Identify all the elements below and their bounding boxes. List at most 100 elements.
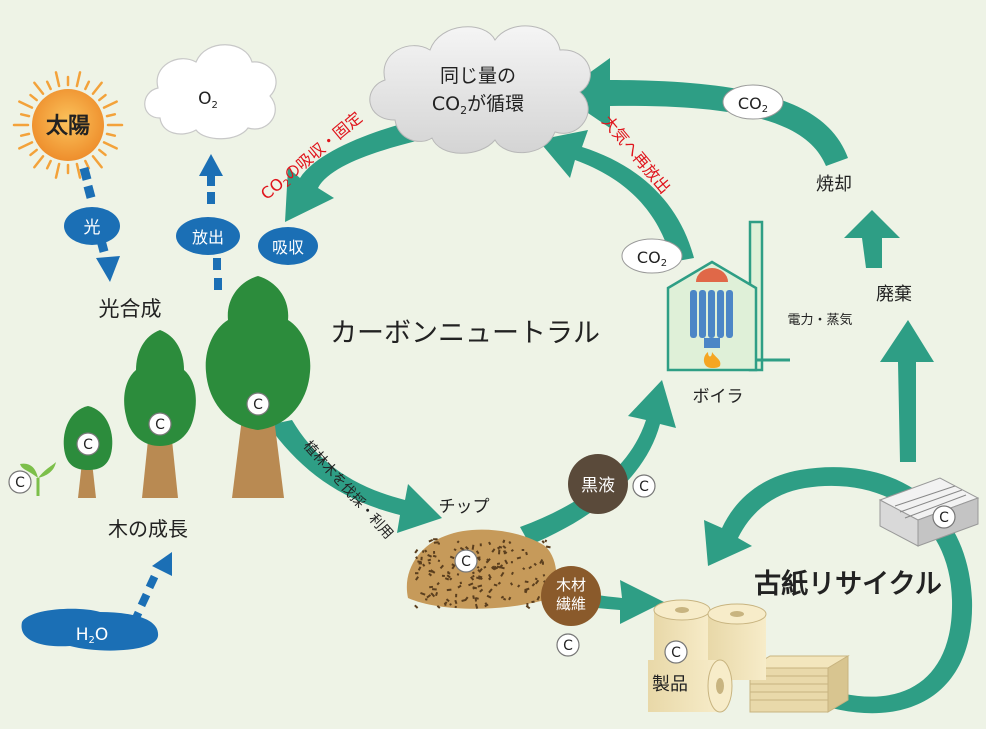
wood-chip-pile [406,529,557,610]
wood-fiber-badge: 木材 繊維 [541,566,601,626]
chip-fleck [445,598,450,603]
svg-text:C: C [15,475,25,491]
chip-fleck [510,582,514,586]
harvest-arrow [268,420,442,533]
chip-fleck [484,602,488,606]
chip-fleck [449,603,452,606]
chip-fleck [439,564,444,570]
sun-ray [18,141,34,150]
chip-fleck [508,596,512,601]
chip-fleck [528,565,533,570]
black-liquor-badge: 黒液 [568,454,628,514]
chip-fleck [455,593,458,598]
sun-ray [105,132,117,137]
chip-fleck [426,594,432,599]
chip-fleck [544,539,548,543]
chip-fleck [496,562,501,566]
paper-stack [748,655,850,713]
carbon-marker-product: C [664,640,688,664]
chip-fleck [429,585,434,589]
chip-fleck [475,550,480,555]
chip-fleck [477,584,483,588]
sun-ray [29,93,38,102]
chip-fleck [502,545,507,549]
chip-fleck [421,550,425,553]
tree-growth-label: 木の成長 [108,517,188,541]
carbon-marker-seedling: C [8,470,32,494]
chip-fleck [479,543,482,547]
sun-ray [18,100,34,109]
black-liquor-arrow [520,380,676,545]
chip-fleck [422,563,426,567]
svg-text:C: C [639,479,649,495]
chip-fleck [428,538,434,543]
dashed-arrows [79,154,223,626]
chip-fleck [415,556,419,560]
chip-fleck [464,546,469,550]
chip-fleck [484,603,489,608]
chip-fleck [446,574,451,579]
chip-fleck [457,584,462,589]
chip-fleck [488,541,492,546]
svg-text:黒液: 黒液 [581,476,615,496]
title: カーボンニュートラル [330,318,600,349]
chip-fleck [521,549,525,551]
chip-fleck [476,565,480,569]
chip-fleck [486,558,491,563]
svg-text:吸収: 吸収 [272,238,304,257]
chip-fleck [534,579,540,585]
chip-fleck [414,604,419,609]
chip-fleck [436,582,440,586]
sun: 太陽 [12,71,124,179]
co2-badge-boiler: CO2 [621,238,683,274]
boiler-tubes [690,290,733,338]
tree-medium [124,330,196,498]
chip-fleck [524,580,529,584]
sun-ray [91,155,103,169]
sun-ray [102,100,118,109]
chip-fleck [437,542,440,545]
chip-fleck [479,588,484,593]
chip-fleck [436,605,441,609]
recycle-label: 古紙リサイクル [754,568,942,600]
water-puddle: H2O [21,608,159,651]
sun-ray [102,141,118,150]
chip-fleck [464,596,469,602]
sun-ray [91,81,103,95]
sun-ray [19,132,31,137]
chip-fleck [511,571,514,575]
chip-fleck [456,540,460,544]
chip-fleck [453,548,457,552]
chip-fleck [415,572,419,575]
cloud-line2: CO2が循環 [432,93,524,117]
chip-fleck [456,573,460,576]
carbon-marker-wood-fiber: C [556,633,580,657]
svg-text:光: 光 [84,218,101,238]
chip-fleck [468,582,474,587]
chip-fleck [477,569,482,573]
photosynthesis-label: 光合成 [99,297,162,321]
chip-fleck [447,571,451,575]
chip-fleck [491,567,495,570]
chip-fleck [441,574,445,577]
harvest-label: 植林木を伐採・利用 [300,438,396,542]
chip-fleck [449,555,455,560]
chip-label: チップ [439,497,490,517]
chip-fleck [470,576,475,581]
chip-fleck [486,594,492,599]
chip-fleck [427,554,433,558]
cycle-arrows [268,58,973,714]
incineration-label: 焼却 [816,174,852,195]
sun-ray [19,113,31,118]
chip-fleck [444,577,450,581]
chip-fleck [499,566,505,570]
chip-fleck [488,574,492,579]
chip-fleck [472,595,475,600]
disposal-label: 廃棄 [876,284,912,305]
sun-ray [75,71,82,88]
svg-text:C: C [939,510,949,526]
chip-fleck [497,581,501,585]
svg-text:放出: 放出 [192,228,224,247]
chip-fleck [539,559,544,565]
chip-fleck [428,561,431,565]
